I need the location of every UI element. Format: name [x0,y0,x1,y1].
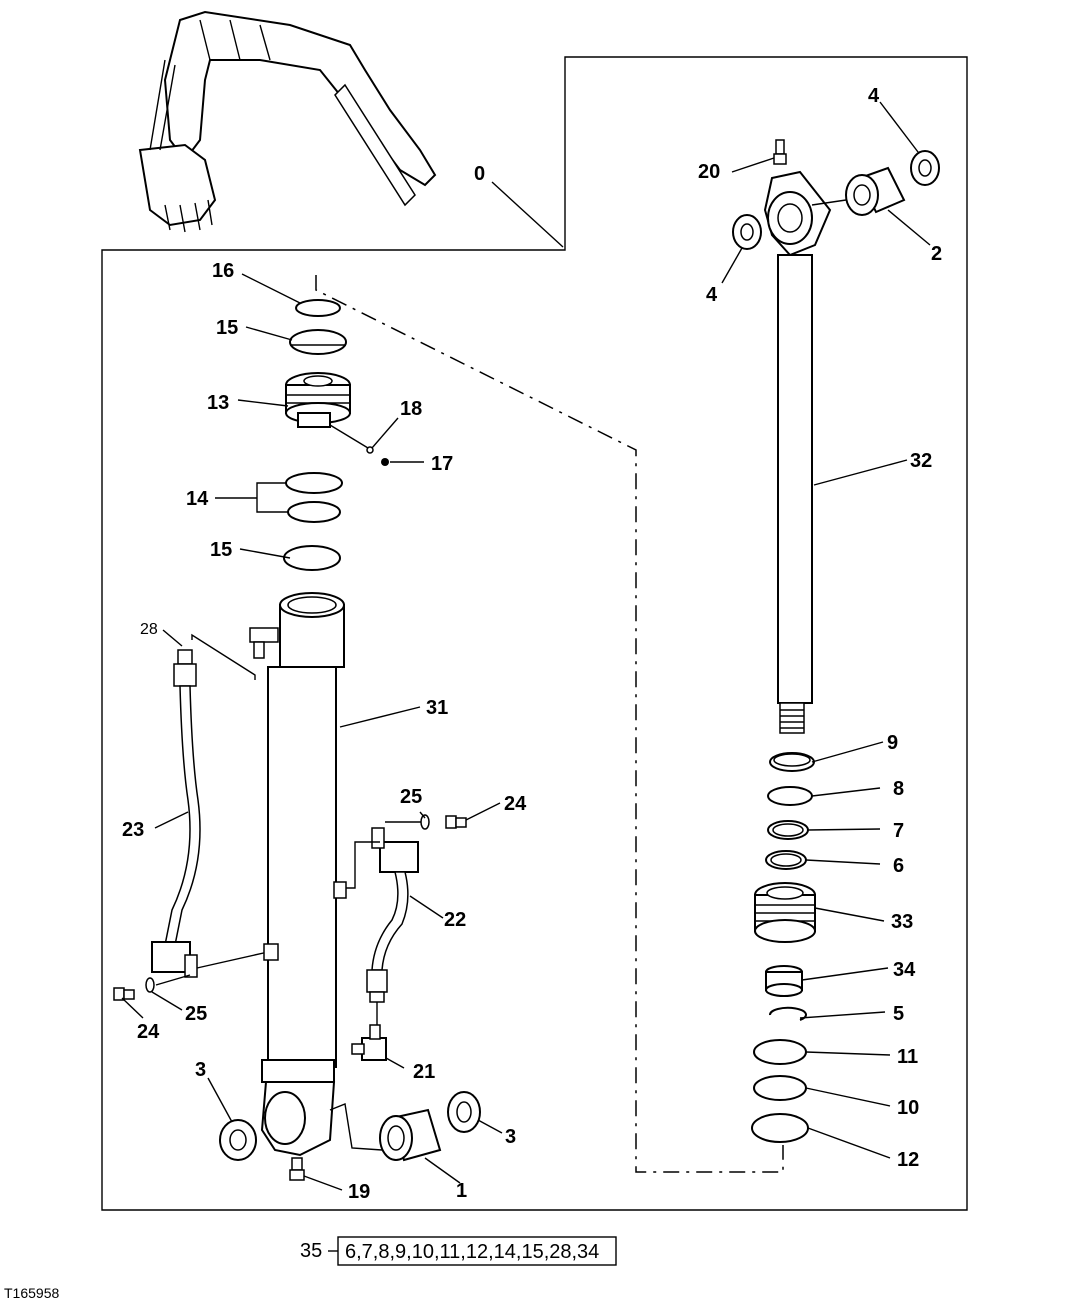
part-2-bushing [845,166,906,216]
excavator-inset-illustration [138,10,437,233]
callout-3-right: 3 [505,1126,516,1148]
part-9-ring [769,752,815,772]
leader-0 [491,181,564,248]
bushing-2-guide [811,199,847,206]
part-21-elbow-fitting [351,1002,387,1061]
part-31-cylinder-barrel [260,592,345,1157]
callout-1: 1 [456,1180,467,1202]
part-24-lower-bolt [113,974,191,1001]
part-22-tube [366,827,419,1003]
callout-4-lower: 4 [706,284,718,306]
callout-25-lower: 25 [185,1003,207,1025]
part-16-ring [295,299,341,317]
kit-box [337,1236,617,1266]
callout-28: 28 [140,621,158,638]
callout-19: 19 [348,1181,370,1203]
part-4-lower-seal [732,214,762,250]
part-24-upper-bolt [385,815,467,829]
part-4-upper-seal [910,150,940,186]
part-10-ring [753,1075,807,1101]
callout-24-lower: 24 [137,1021,160,1043]
part-15-upper-ring [289,329,347,355]
part-20-grease-fitting [773,139,787,165]
callout-17: 17 [431,453,453,475]
callout-33: 33 [891,911,913,933]
callout-20: 20 [698,161,720,183]
part-14-seal-pair [285,472,343,523]
callout-2: 2 [931,243,942,265]
part-8-ring [767,786,813,806]
frame-outline [101,56,968,1211]
figure-id: T165958 [4,1285,59,1301]
callout-5: 5 [893,1003,904,1025]
callout-11: 11 [897,1046,918,1068]
callout-31: 31 [426,697,448,719]
part-6-ring [765,850,807,870]
part-3-right-seal [447,1091,481,1133]
callout-18: 18 [400,398,422,420]
tube-23-mount-line [196,951,269,969]
part-12-ring [751,1113,809,1143]
part-34-bushing [765,965,803,997]
callout-15-lower: 15 [210,539,232,561]
tube-22-guide [343,841,380,889]
part-33-rod-guide [754,882,816,943]
tube-23-guide [191,633,256,680]
callout-4-upper: 4 [868,85,880,107]
bushing-guide [329,1103,383,1151]
dash-alignment-line [315,275,784,1173]
callout-14: 14 [186,488,209,510]
callout-9: 9 [887,732,898,754]
callout-25-upper: 25 [400,786,422,808]
part-23-tube [151,649,201,978]
callout-8: 8 [893,778,904,800]
part-25-lower-washer [145,977,155,993]
part-11-ring [753,1039,807,1065]
callout-32: 32 [910,450,932,472]
callout-3-left: 3 [195,1059,206,1081]
callout-7: 7 [893,820,904,842]
callout-13: 13 [207,392,229,414]
callout-21: 21 [413,1061,435,1083]
callout-0: 0 [474,163,485,185]
part-15-lower-ring [283,545,341,571]
callout-15-upper: 15 [216,317,238,339]
part-19-grease-fitting [289,1157,305,1181]
kit-parts-list: 6,7,8,9,10,11,12,14,15,28,34 [345,1241,599,1263]
barrel-port-elbow [249,627,279,659]
callout-22: 22 [444,909,466,931]
callout-34: 34 [893,959,916,981]
callout-10: 10 [897,1097,919,1119]
part-1-bushing [379,1108,442,1162]
leader-lines [121,101,931,1191]
kit-number: 35 [300,1240,322,1262]
callout-6: 6 [893,855,904,877]
part-5-snap-ring [769,1006,807,1021]
part-18-ball [329,424,374,454]
part-3-left-seal [219,1119,257,1161]
barrel-lower-port [263,943,279,961]
callout-16: 16 [212,260,234,282]
part-32-piston-rod [763,170,832,734]
part-13-piston [285,372,351,428]
callout-12: 12 [897,1149,919,1171]
callout-24-upper: 24 [504,793,527,815]
callout-23: 23 [122,819,144,841]
part-17-setscrew [381,458,389,466]
part-7-ring [767,820,809,840]
barrel-mid-port [333,881,347,899]
